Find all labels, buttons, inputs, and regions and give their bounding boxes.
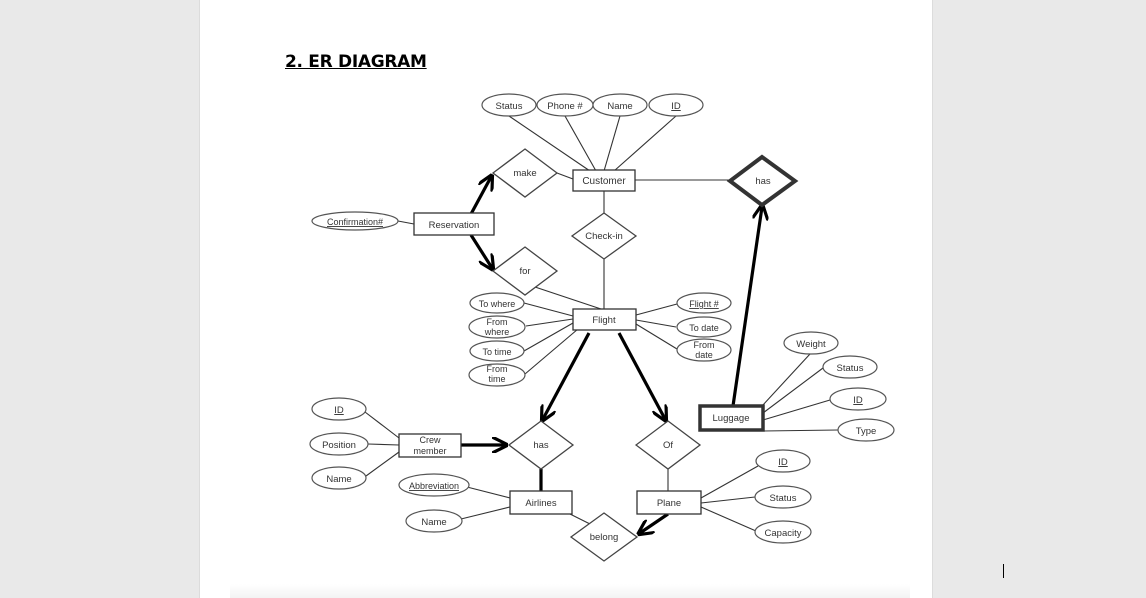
attr-reservation-confirmation: Confirmation#: [311, 211, 399, 231]
svg-text:To where: To where: [479, 299, 516, 309]
attr-customer-status: Status: [481, 93, 537, 117]
svg-text:Status: Status: [770, 493, 797, 504]
svg-text:make: make: [513, 168, 536, 179]
svg-text:member: member: [413, 446, 446, 456]
attr-flight-to-time: To time: [469, 340, 525, 362]
svg-text:Reservation: Reservation: [429, 220, 480, 231]
svg-text:Type: Type: [856, 426, 877, 437]
attr-flight-from-date: From date: [676, 338, 732, 362]
attr-airlines-abbreviation: Abbreviation: [398, 473, 470, 497]
attr-crew-name: Name: [311, 466, 367, 490]
attr-plane-capacity: Capacity: [754, 520, 812, 544]
connectors: [364, 115, 839, 532]
attr-luggage-status: Status: [822, 355, 878, 379]
attr-customer-id: ID: [648, 93, 704, 117]
svg-text:To time: To time: [482, 347, 511, 357]
text-cursor: [1003, 564, 1004, 578]
svg-text:ID: ID: [671, 101, 681, 112]
attr-customer-phone: Phone #: [536, 93, 594, 117]
attr-plane-id: ID: [755, 449, 811, 473]
entity-plane: Plane: [636, 490, 702, 515]
svg-text:Status: Status: [496, 101, 523, 112]
svg-text:for: for: [519, 266, 530, 277]
svg-text:From: From: [694, 340, 715, 350]
attr-flight-number: Flight #: [676, 292, 732, 314]
attr-customer-name: Name: [592, 93, 648, 117]
entity-customer: Customer: [572, 169, 636, 192]
entity-flight: Flight: [572, 308, 637, 331]
svg-text:where: where: [484, 327, 510, 337]
attr-luggage-type: Type: [837, 418, 895, 442]
section-heading: 2. ER DIAGRAM: [285, 52, 427, 72]
svg-text:ID: ID: [853, 395, 863, 406]
svg-text:Luggage: Luggage: [713, 413, 750, 424]
attr-flight-from-where: From where: [468, 315, 526, 339]
svg-text:Confirmation#: Confirmation#: [327, 217, 383, 227]
entity-crew-member: Crew member: [398, 433, 462, 458]
svg-text:ID: ID: [778, 457, 788, 468]
svg-text:Airlines: Airlines: [525, 498, 556, 509]
svg-text:has: has: [533, 440, 549, 451]
attr-flight-to-where: To where: [469, 292, 525, 314]
arrows: [461, 177, 762, 533]
attr-airlines-name: Name: [405, 509, 463, 533]
relationship-for: for: [491, 246, 559, 296]
relationship-of: Of: [634, 420, 702, 470]
entity-luggage: Luggage: [698, 404, 765, 432]
attr-crew-id: ID: [311, 397, 367, 421]
svg-text:Plane: Plane: [657, 498, 681, 509]
svg-text:Phone #: Phone #: [547, 101, 583, 112]
svg-text:Flight: Flight: [592, 315, 616, 326]
svg-text:Of: Of: [663, 440, 673, 451]
svg-text:To date: To date: [689, 323, 719, 333]
svg-text:Weight: Weight: [796, 339, 826, 350]
relationship-belong: belong: [569, 512, 639, 562]
attr-flight-to-date: To date: [676, 316, 732, 338]
svg-text:Status: Status: [837, 363, 864, 374]
attr-crew-position: Position: [309, 432, 369, 456]
attr-flight-from-time: From time: [468, 363, 526, 387]
svg-text:Customer: Customer: [582, 176, 626, 187]
svg-text:Abbreviation: Abbreviation: [409, 481, 459, 491]
svg-text:Crew: Crew: [419, 435, 441, 445]
relationship-has-crew: has: [507, 420, 575, 470]
svg-text:Flight #: Flight #: [689, 299, 719, 309]
svg-text:belong: belong: [590, 532, 619, 543]
relationship-make: make: [491, 148, 559, 198]
relationship-check-in: Check-in: [570, 212, 638, 260]
svg-text:Position: Position: [322, 440, 356, 451]
entity-reservation: Reservation: [413, 212, 495, 236]
svg-text:Capacity: Capacity: [765, 528, 802, 539]
svg-text:date: date: [695, 350, 713, 360]
attr-luggage-id: ID: [829, 387, 887, 411]
attr-luggage-weight: Weight: [783, 331, 839, 355]
attr-plane-status: Status: [754, 485, 812, 509]
page-bottom-edge: [230, 584, 910, 598]
svg-text:From: From: [487, 364, 508, 374]
svg-text:Name: Name: [326, 474, 351, 485]
svg-text:Check-in: Check-in: [585, 231, 623, 242]
svg-text:ID: ID: [334, 405, 344, 416]
svg-text:From: From: [487, 317, 508, 327]
svg-text:time: time: [488, 374, 505, 384]
svg-text:Name: Name: [607, 101, 632, 112]
svg-text:Name: Name: [421, 517, 446, 528]
entity-airlines: Airlines: [509, 490, 573, 515]
svg-text:has: has: [755, 176, 771, 187]
relationship-has-luggage: has: [726, 154, 799, 208]
